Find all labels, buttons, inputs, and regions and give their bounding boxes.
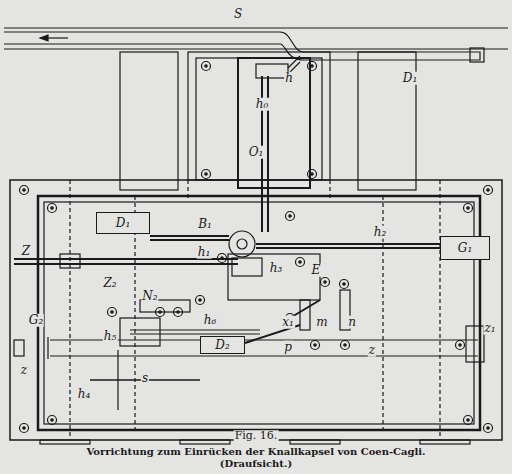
part-letter: h₅ xyxy=(103,330,118,343)
part-letter: h₁ xyxy=(197,246,212,259)
ratchet-wheel xyxy=(229,231,255,257)
part-letter: h₄ xyxy=(77,388,92,401)
part-letter: N₂ xyxy=(141,290,158,303)
part-letter: s xyxy=(141,372,149,385)
part-letter: h₆ xyxy=(203,314,218,327)
plate xyxy=(14,254,484,362)
part-letter: D₁ xyxy=(116,216,130,230)
housing xyxy=(10,180,502,440)
part-letter: S xyxy=(233,8,243,21)
part-letter: D₂ xyxy=(215,338,229,352)
part-letter: E xyxy=(311,264,322,277)
figure-number: Fig. 16. xyxy=(234,430,279,442)
sleepers xyxy=(40,52,470,444)
part-letter: G₂ xyxy=(28,314,44,327)
part-letter: h₃ xyxy=(269,262,284,275)
upper-bracket xyxy=(188,52,330,232)
figure-caption: Vorrichtung zum Einrücken der Knallkapse… xyxy=(86,446,426,470)
rail xyxy=(4,28,508,62)
part-box: D₂ xyxy=(200,336,245,354)
part-letter: O₁ xyxy=(248,146,265,159)
rods xyxy=(14,236,478,410)
part-letter: z₁ xyxy=(483,322,496,335)
part-letter: B₁ xyxy=(197,218,213,231)
part-letter: z xyxy=(20,364,28,377)
part-letter: G₁ xyxy=(458,241,472,255)
part-letter: h₂ xyxy=(373,226,388,239)
part-letter: h₀ xyxy=(255,98,270,111)
bolts xyxy=(20,62,493,433)
part-letter: p xyxy=(283,341,293,354)
part-letter: h xyxy=(284,72,294,85)
part-box: G₁ xyxy=(440,236,490,260)
part-letter: D₁ xyxy=(402,72,418,85)
part-box: D₁ xyxy=(96,212,150,234)
part-letter: Z xyxy=(21,245,31,258)
part-letter: z xyxy=(368,344,376,357)
part-letter: n xyxy=(347,316,357,329)
part-letter: m xyxy=(315,316,328,329)
part-letter: x₁ xyxy=(281,316,295,329)
part-letter: Z₂ xyxy=(102,277,117,290)
